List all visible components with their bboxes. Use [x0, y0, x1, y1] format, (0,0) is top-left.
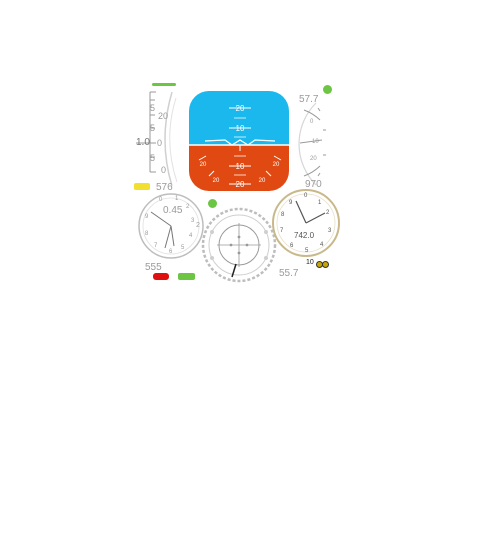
airspeed-tick-20: 20	[158, 111, 169, 121]
bottom-left-readout: 555	[145, 262, 162, 273]
left-clock-num-6: 6	[169, 249, 173, 255]
altimeter-tick-20: 20	[310, 156, 317, 162]
left-clock-num-9: 9	[145, 214, 149, 220]
right-clock-num-8: 8	[281, 212, 285, 218]
right-clock-num-4: 4	[320, 242, 324, 248]
pitch-label-down-20: 20	[236, 180, 245, 189]
right-clock-num-1: 1	[318, 200, 322, 206]
left-clock-num-0: 0	[159, 197, 163, 203]
yellow-warning-lamp	[134, 183, 150, 190]
status-dot-top-right	[323, 85, 332, 94]
bottom-right-readout: 55.7	[279, 268, 299, 279]
roll-label-lower-left: 20	[213, 178, 220, 184]
left-clock-num-1: 1	[175, 196, 179, 202]
right-clock-num-3: 3	[328, 228, 332, 234]
compass-rose	[201, 207, 277, 283]
right-clock-num-6: 6	[290, 243, 294, 249]
pitch-label-up-10: 10	[236, 124, 245, 133]
altimeter-tick-10: 10	[312, 139, 319, 145]
alarm-lamp	[153, 273, 169, 280]
attitude-indicator: 20 10 10 20 20 20 20 20	[189, 91, 289, 191]
altimeter-tick-0: 0	[310, 119, 314, 125]
right-clock-value: 742.0	[294, 231, 315, 240]
airspeed-value: 1.0	[136, 137, 150, 148]
pitch-label-down-10: 10	[236, 162, 245, 171]
airspeed-tape	[136, 91, 178, 187]
compass-value: 2	[196, 222, 200, 229]
altitude-readout: 57.7	[299, 94, 319, 105]
status-dot-mid	[208, 199, 217, 208]
left-clock-num-2: 2	[186, 204, 190, 210]
airspeed-tick-mid: 5	[150, 123, 156, 133]
knob-cluster-icon	[316, 261, 330, 268]
roll-label-right: 20	[273, 162, 280, 168]
left-clock-num-7: 7	[154, 243, 158, 249]
right-clock-gauge	[272, 189, 340, 257]
right-clock-num-9: 9	[289, 200, 293, 206]
ok-lamp	[178, 273, 195, 280]
airspeed-tick-top: 5	[150, 103, 156, 113]
left-clock-num-8: 8	[145, 231, 149, 237]
airspeed-tick-low: 5	[150, 153, 156, 163]
left-clock-num-3: 3	[191, 218, 195, 224]
airspeed-pointer-label: 0	[161, 165, 167, 175]
right-clock-header: 970	[305, 179, 322, 190]
left-clock-num-5: 5	[181, 245, 185, 251]
top-status-bar	[152, 83, 176, 86]
right-clock-num-2: 2	[326, 210, 330, 216]
yellow-lamp-label: 576	[156, 182, 173, 193]
roll-label-lower-right: 20	[259, 178, 266, 184]
roll-label-left: 20	[200, 162, 207, 168]
left-clock-value: 0.45	[163, 205, 183, 216]
left-clock-gauge	[138, 193, 204, 259]
left-clock-num-4: 4	[189, 233, 193, 239]
airspeed-tick-0: 0	[157, 138, 163, 148]
tiny-label: 10	[306, 259, 314, 266]
right-clock-num-7: 7	[280, 228, 284, 234]
right-clock-num-5: 5	[305, 248, 309, 254]
altimeter-arc	[298, 102, 326, 186]
pitch-label-up-20: 20	[236, 104, 245, 113]
right-clock-num-0: 0	[304, 193, 308, 199]
